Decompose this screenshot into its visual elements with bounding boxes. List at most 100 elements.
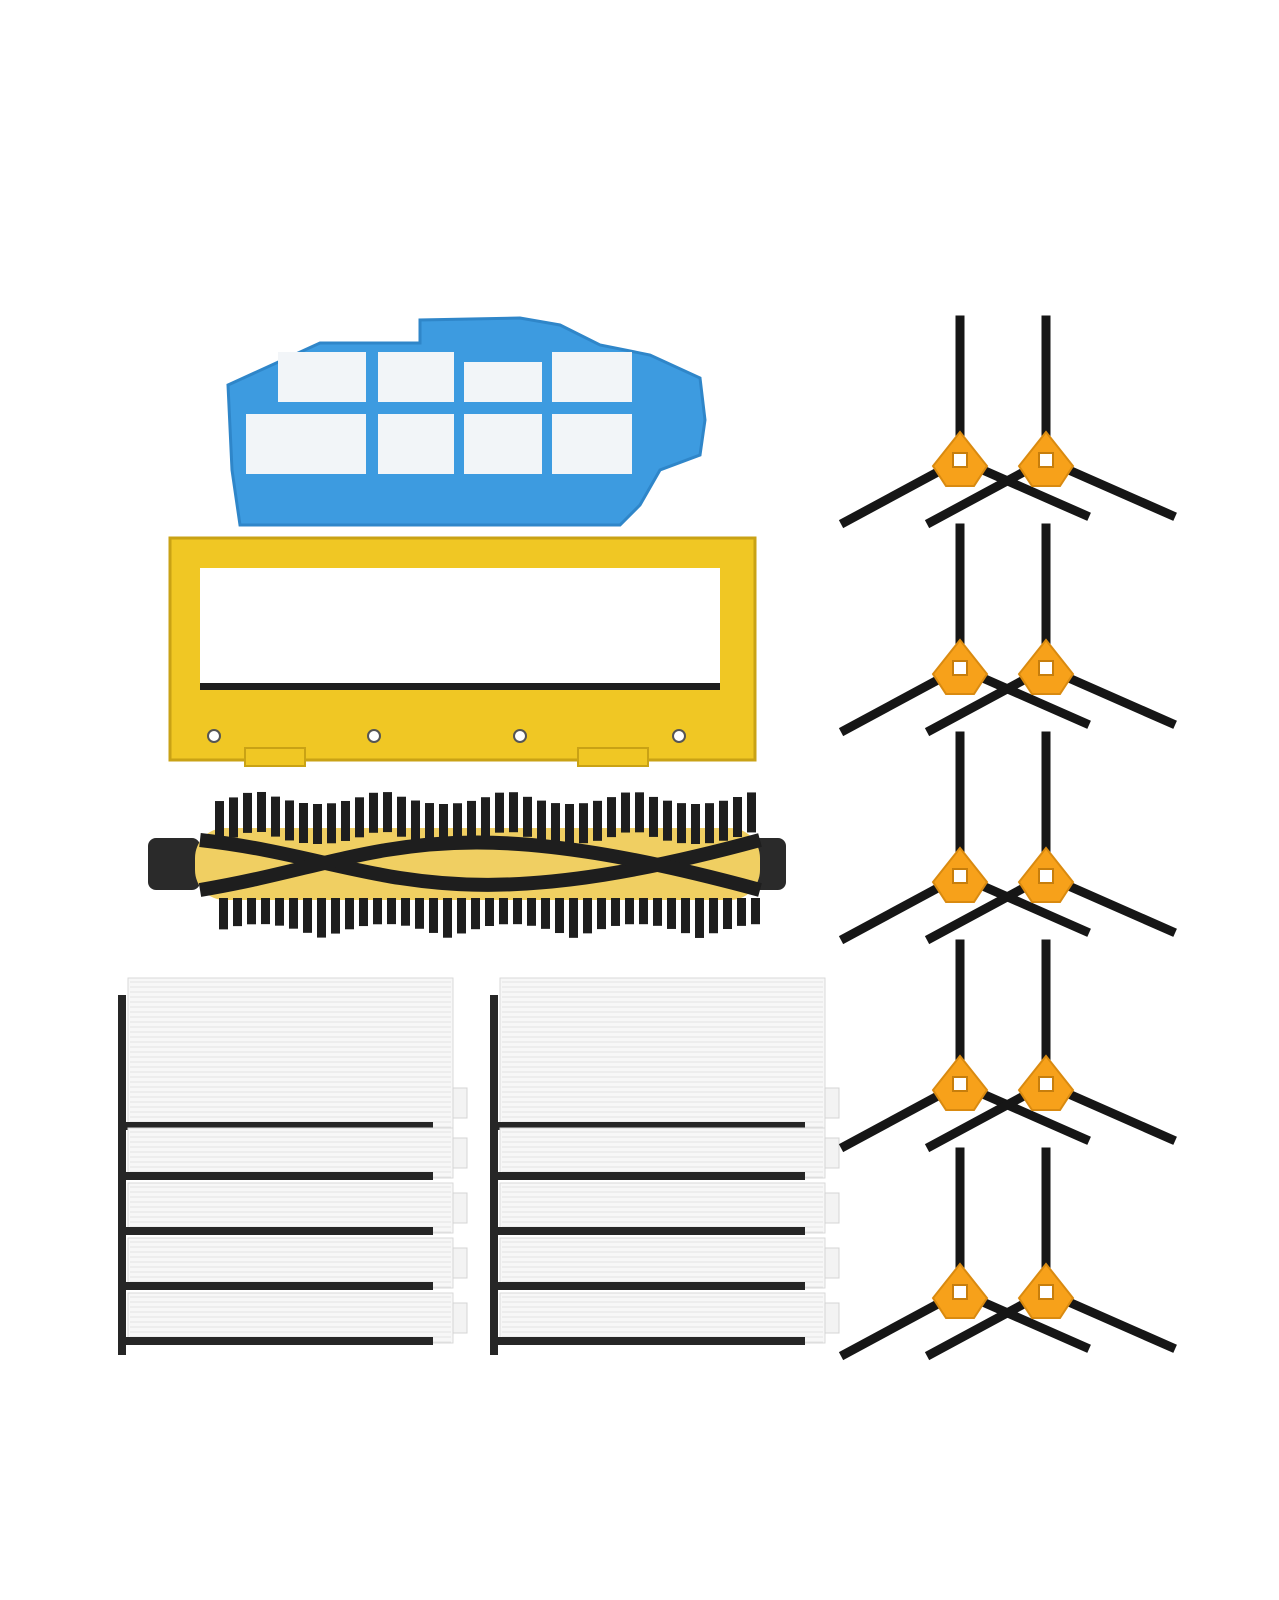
roller-bristle-tuft: [397, 796, 406, 837]
roller-bristle-tuft: [215, 801, 224, 842]
roller-bristle-tuft: [681, 898, 690, 934]
roller-bristle-tuft: [457, 898, 466, 934]
roller-bristle-tuft: [635, 792, 644, 833]
brush-cover-blade: [200, 683, 720, 690]
hepa-filter-stack-right: [490, 977, 840, 1355]
hepa-filter: [490, 1127, 840, 1180]
hepa-filter-tab: [824, 1087, 840, 1119]
roller-bristle-tuft: [569, 898, 578, 938]
roller-bristle-tuft: [303, 898, 312, 933]
side-brush-hub-socket: [1038, 1076, 1054, 1092]
roller-bristle-tuft: [471, 898, 480, 930]
roller-bristle-tuft: [467, 800, 476, 841]
main-brush-cover: [168, 536, 757, 767]
side-brush-grid: [838, 315, 1177, 1361]
roller-bristle-tuft: [257, 791, 266, 832]
roller-bristle-tuft: [383, 792, 392, 833]
roller-bristle-tuft: [723, 898, 732, 930]
hepa-filter-tab: [824, 1137, 840, 1169]
hepa-filter-pleats: [499, 1237, 826, 1289]
roller-bristle-tuft: [653, 898, 662, 926]
hepa-filter-edge: [490, 1337, 805, 1345]
roller-bristle-tuft: [233, 898, 242, 927]
hepa-filter-stack-left: [118, 977, 468, 1355]
roller-bristle-tuft: [285, 800, 294, 841]
roller-blade-a: [199, 833, 762, 892]
roller-bristle-tuft: [313, 803, 322, 844]
hepa-filter-tab: [452, 1247, 468, 1279]
side-brush-hub-socket: [952, 1076, 968, 1092]
roller-bristle-tuft: [705, 803, 714, 844]
roller-blade-b: [198, 835, 762, 897]
hepa-filter-tab: [452, 1302, 468, 1334]
roller-bristle-tuft: [411, 800, 420, 841]
side-brush: [838, 939, 1091, 1153]
roller-bristle-tuft: [751, 898, 760, 925]
roller-bristle-tuft: [677, 803, 686, 844]
brush-cover-clips: [244, 747, 649, 767]
side-brush-hub-socket: [952, 1284, 968, 1300]
roller-bristle-tuft: [373, 898, 382, 925]
brush-cover-holes: [207, 729, 686, 743]
hepa-filter-pleats: [127, 977, 454, 1129]
roller-bristle-tuft: [219, 898, 228, 930]
hepa-filter-edge: [118, 1282, 433, 1290]
roller-bristle-tuft: [621, 792, 630, 833]
roller-bristle-tuft: [639, 898, 648, 925]
roller-bristle-tuft: [439, 803, 448, 844]
roller-bristle-tuft: [649, 796, 658, 837]
hepa-filter: [118, 1182, 468, 1235]
roller-bristle-tuft: [667, 898, 676, 929]
roller-bristle-tuft: [355, 797, 364, 838]
hepa-filter-edge: [118, 1227, 433, 1235]
roller-bristle-tuft: [443, 898, 452, 938]
roller-bristle-tuft: [513, 898, 522, 925]
roller-bristle-tuft: [485, 898, 494, 927]
side-brush: [924, 315, 1177, 529]
roller-bristle-tuft: [555, 898, 564, 934]
side-brush-hub-socket: [1038, 1284, 1054, 1300]
roller-bristle-tuft: [247, 898, 256, 925]
roller-bristle-tuft: [243, 792, 252, 833]
roller-bristle-tuft: [331, 898, 340, 934]
hepa-stack-side-edge: [118, 995, 126, 1355]
roller-bristle-tuft: [579, 803, 588, 844]
roller-bristle-tuft: [317, 898, 326, 938]
hepa-filter: [490, 1237, 840, 1290]
hepa-filter-tab: [452, 1137, 468, 1169]
roller-bristle-tuft: [583, 898, 592, 934]
hepa-filter-pleats: [127, 1127, 454, 1179]
primary-filter: [226, 316, 707, 527]
side-brush-hub-socket: [952, 868, 968, 884]
primary-filter-mesh: [246, 352, 632, 474]
hepa-filter-edge: [118, 1172, 433, 1180]
side-brush: [838, 315, 1091, 529]
hepa-filter-edge: [490, 1122, 805, 1130]
roller-bristle-tuft: [345, 898, 354, 930]
side-brush: [924, 1147, 1177, 1361]
hepa-stack-side-edge: [490, 995, 498, 1355]
roller-bristle-tuft: [271, 796, 280, 837]
hepa-filter: [490, 977, 840, 1130]
roller-bristle-tuft: [523, 796, 532, 837]
roller-bristle-tuft: [737, 898, 746, 926]
brush-cover-opening: [200, 568, 720, 683]
hepa-filter-edge: [118, 1337, 433, 1345]
hepa-filter: [118, 1127, 468, 1180]
hepa-filter-tab: [452, 1087, 468, 1119]
roller-bristle-tuft: [359, 898, 368, 927]
roller-bristle-tuft: [509, 792, 518, 833]
hepa-filter-tab: [824, 1247, 840, 1279]
hepa-filter-pleats: [127, 1237, 454, 1289]
main-roller-brush: [148, 791, 786, 938]
roller-bristle-tuft: [401, 898, 410, 926]
side-brush: [838, 1147, 1091, 1361]
side-brush-hub-socket: [952, 660, 968, 676]
roller-bristle-tuft: [261, 898, 270, 925]
roller-bristle-tuft: [719, 800, 728, 841]
side-brush-hub-socket: [1038, 452, 1054, 468]
hepa-filter: [118, 1237, 468, 1290]
side-brush-hub-socket: [1038, 868, 1054, 884]
hepa-filter-pleats: [499, 1127, 826, 1179]
